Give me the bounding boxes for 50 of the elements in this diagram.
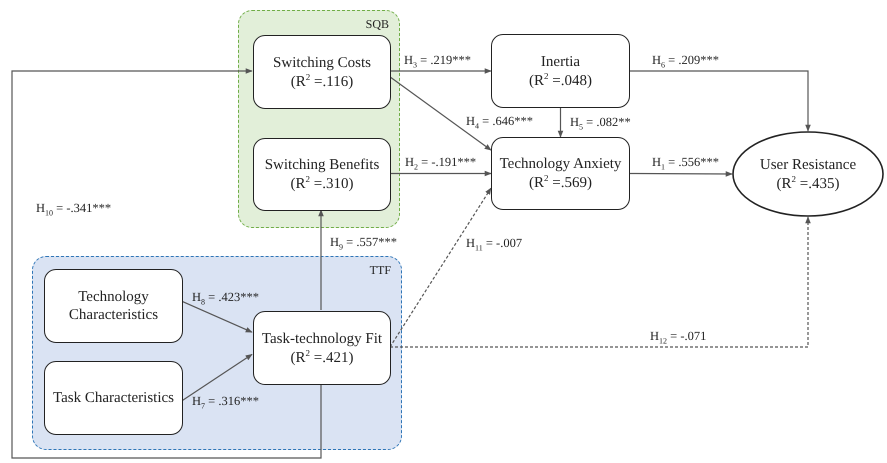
edge-label: H$_{12}$ = -.071 (650, 330, 706, 346)
arrow (182, 300, 253, 333)
edge-label: H$_{1}$ = .556*** (652, 156, 719, 172)
group-panel (32, 256, 402, 450)
edge-label: H$_{11}$ = -.007 (466, 237, 522, 254)
edge-label: H$_{10}$ = -.341*** (36, 202, 112, 218)
edge-label: H$_{8}$ = .423*** (192, 291, 259, 308)
construct-name: Switching Benefits (264, 156, 380, 174)
construct-name: Inertia (540, 52, 580, 70)
construct-name: Task Characteristics (53, 389, 174, 407)
arrow (558, 108, 564, 138)
construct-name: Technology Anxiety (500, 155, 622, 173)
arrow (630, 70, 811, 132)
r-squared-value: (R$^{2}$ =.569) (529, 173, 592, 192)
arrow (390, 170, 492, 176)
arrow (390, 68, 492, 74)
edge-label: H$_{6}$ = .209*** (652, 54, 719, 70)
construct-ellipse (732, 131, 884, 217)
group-panel (238, 10, 400, 228)
construct-name: Technology Characteristics (68, 288, 160, 324)
r-squared-value: (R$^{2}$ =.048) (529, 70, 592, 90)
edge-label: H$_{2}$ = -.191*** (405, 156, 476, 172)
construct-box (253, 138, 391, 211)
arrow (11, 68, 322, 459)
r-squared-value: (R$^{2}$ =.421) (290, 348, 354, 366)
arrow (390, 188, 492, 348)
construct-box (491, 34, 630, 108)
construct-name: Task-technology Fit (262, 330, 382, 348)
arrow (630, 171, 733, 177)
edge-label: H$_{5}$ = .082** (570, 116, 631, 132)
arrow (390, 216, 811, 348)
arrow (318, 209, 324, 310)
edge-label: H$_{9}$ = .557*** (330, 236, 397, 252)
construct-box (491, 137, 630, 210)
r-squared-value: (R$^{2}$ =.435) (776, 174, 840, 192)
arrow (182, 354, 253, 402)
group-label: SQB (366, 17, 389, 32)
construct-box (44, 361, 183, 435)
edge-label: H$_{3}$ = .219*** (404, 54, 471, 70)
r-squared-value: (R$^{2}$ =.310) (290, 174, 354, 193)
edge-label: H$_{4}$ = .646*** (466, 115, 533, 132)
construct-name: User Resistance (760, 156, 856, 174)
edge-label: H$_{7}$ = .316*** (192, 395, 259, 412)
arrow (390, 76, 492, 151)
construct-box (44, 269, 183, 343)
construct-box (253, 35, 391, 109)
group-label: TTF (370, 263, 391, 278)
construct-name: Switching Costs (273, 54, 371, 72)
r-squared-value: (R$^{2}$ =.116) (290, 72, 354, 90)
construct-box (253, 311, 391, 385)
